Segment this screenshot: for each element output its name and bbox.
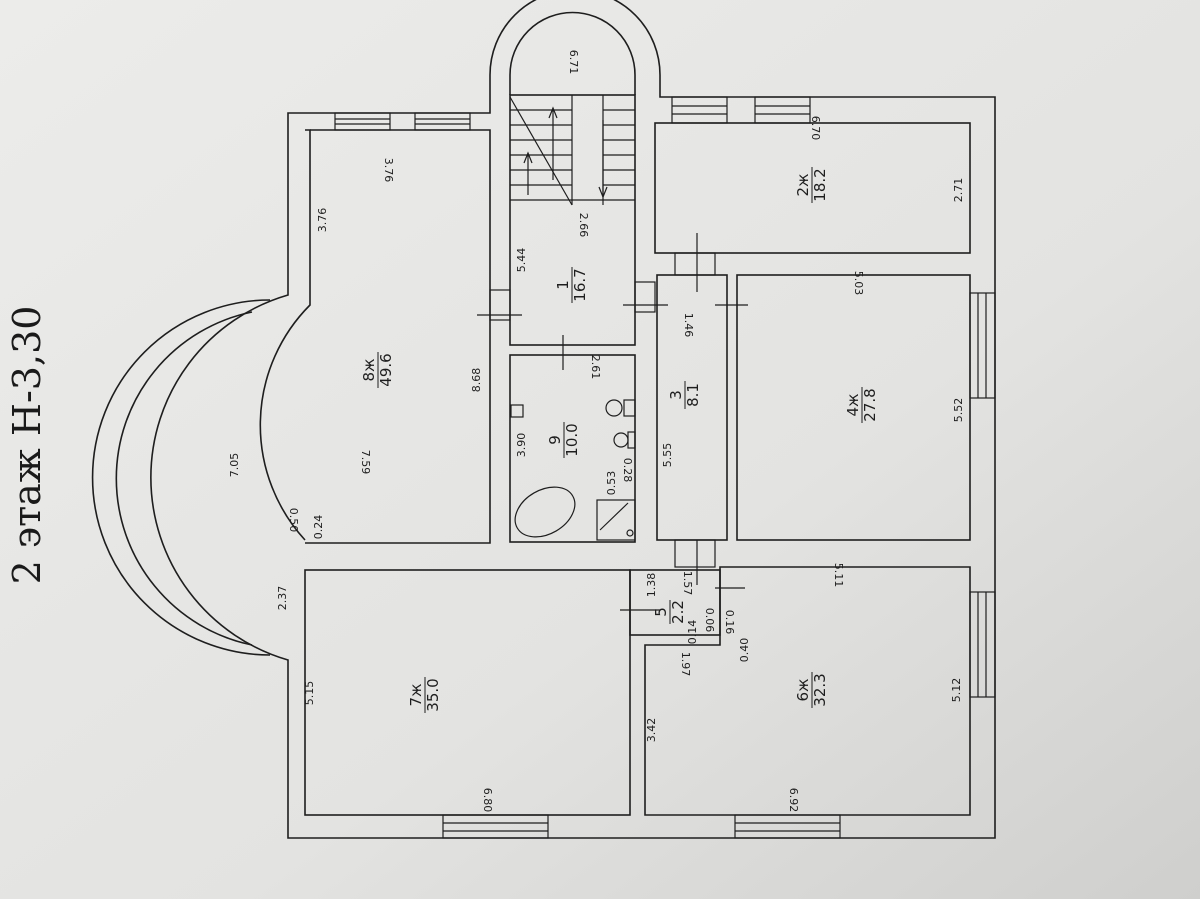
dimension: 1.57 xyxy=(681,571,694,596)
dimension: 2.61 xyxy=(589,355,602,380)
dimension: 5.55 xyxy=(661,443,674,468)
dimension: 7.05 xyxy=(228,453,241,478)
dimension: 5.44 xyxy=(515,248,528,273)
dimension: 6.71 xyxy=(567,50,580,75)
dimension: 0.50 xyxy=(287,508,300,533)
room-number: 1 xyxy=(554,280,572,290)
dimension: 8.68 xyxy=(470,368,483,393)
room-number: 9 xyxy=(546,435,564,445)
room-number: 5 xyxy=(652,607,670,617)
dimension: 1.97 xyxy=(679,652,692,677)
dimension: 2.71 xyxy=(952,178,965,203)
room-number: 2ж xyxy=(794,173,812,196)
dimension: 6.80 xyxy=(481,788,494,813)
room-number: 4ж xyxy=(844,393,862,416)
dimension: 5.12 xyxy=(950,678,963,703)
room-area: 10.0 xyxy=(563,423,581,456)
doors xyxy=(477,233,748,611)
dimension: 6.92 xyxy=(787,788,800,813)
dimension: 6.70 xyxy=(809,116,822,141)
dimension: 5.11 xyxy=(832,563,845,588)
room-area: 18.2 xyxy=(811,168,829,201)
room-area: 16.7 xyxy=(571,268,589,301)
dimension: 0.53 xyxy=(605,471,618,496)
dimension: 3.42 xyxy=(645,718,658,743)
dimension: 5.03 xyxy=(852,271,865,296)
dimension: 0.24 xyxy=(312,515,325,540)
dimension: 0.28 xyxy=(621,458,634,483)
dimension: 0.06 xyxy=(703,608,716,633)
dimension: 1.38 xyxy=(645,573,658,598)
dimension: 0.16 xyxy=(723,610,736,635)
room-area: 27.8 xyxy=(861,388,879,421)
dimension: 3.76 xyxy=(382,158,395,183)
dimension: 2.66 xyxy=(577,213,590,238)
dimension: 3.76 xyxy=(316,208,329,233)
dimension: 2.37 xyxy=(276,586,289,611)
room-number: 3 xyxy=(667,390,685,400)
room-area: 2.2 xyxy=(669,600,687,624)
dimension: 0.40 xyxy=(738,638,751,663)
floor-title: 2 этаж Н-3,30 xyxy=(5,306,49,585)
dimension: 5.15 xyxy=(303,681,316,706)
dimension: 0.14 xyxy=(686,620,699,645)
bathroom-fixtures xyxy=(510,399,636,541)
room-number: 7ж xyxy=(407,683,425,706)
room-area: 35.0 xyxy=(424,678,442,711)
room-area: 8.1 xyxy=(684,383,702,407)
outer-walls xyxy=(150,0,996,839)
windows xyxy=(334,96,996,839)
dimension: 3.90 xyxy=(515,433,528,458)
bay-window xyxy=(91,299,271,656)
dimension: 7.59 xyxy=(359,450,372,475)
room-area: 32.3 xyxy=(811,673,829,706)
room-number: 6ж xyxy=(794,678,812,701)
dimension-labels: 3.76 3.76 8.68 7.59 7.05 0.50 0.24 2.37 … xyxy=(228,50,965,813)
dimension: 1.46 xyxy=(682,313,695,338)
dimension: 5.52 xyxy=(952,398,965,423)
staircase xyxy=(509,95,635,206)
room-area: 49.6 xyxy=(377,353,395,386)
room-number: 8ж xyxy=(360,358,378,381)
